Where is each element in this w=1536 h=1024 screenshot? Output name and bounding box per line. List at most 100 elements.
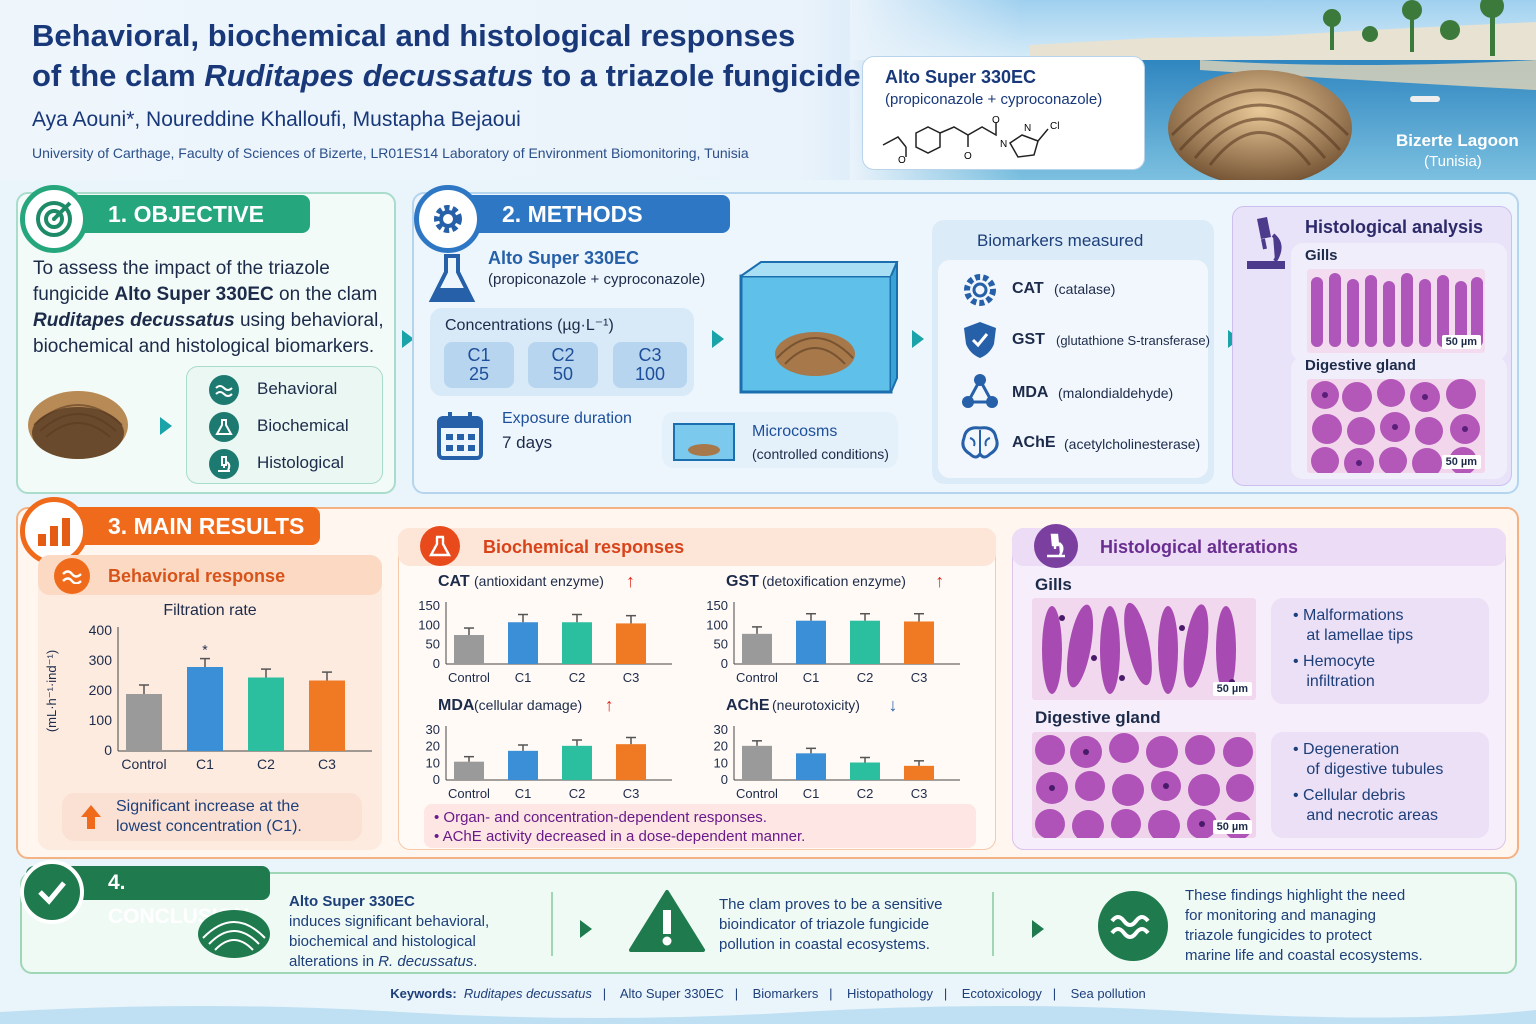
x-tick-label: C3 — [911, 670, 928, 685]
digestive-gland-micrograph: 50 µm — [1307, 379, 1485, 473]
bar-c2 — [562, 745, 592, 780]
y-tick-label: 100 — [706, 617, 728, 632]
x-tick-label: C2 — [857, 786, 874, 801]
methods-compound: Alto Super 330EC — [488, 248, 640, 268]
arrow-icon — [402, 330, 414, 348]
flask-icon — [420, 526, 460, 566]
bar-c1 — [796, 753, 826, 780]
methods-compound-sub: (propiconazole + cyproconazole) — [488, 271, 706, 288]
x-tick-label: C3 — [318, 756, 336, 772]
x-tick-label: C3 — [623, 670, 640, 685]
bar-control — [454, 635, 484, 664]
gills-findings: • Malformations at lamellae tips• Hemocy… — [1271, 598, 1489, 704]
down-arrow-icon: ↓ — [889, 695, 898, 715]
svg-text:O: O — [898, 155, 906, 165]
cat-chart: CAT(antioxidant enzyme)↑050100150Control… — [418, 571, 672, 685]
gear-icon — [964, 274, 996, 306]
microcosms-box: Microcosms (controlled conditions) — [662, 412, 898, 468]
arrow-icon — [1032, 920, 1044, 938]
svg-text:O: O — [964, 151, 972, 162]
authors: Aya Aouni*, Noureddine Khalloufi, Mustap… — [32, 108, 521, 131]
y-tick-label: 300 — [89, 652, 113, 668]
bar-c3 — [616, 744, 646, 780]
bar-control — [126, 694, 162, 751]
y-tick-label: 200 — [89, 682, 113, 698]
wave-footer — [0, 1006, 1536, 1024]
y-tick-label: 50 — [714, 637, 728, 652]
bar-c2 — [850, 620, 880, 664]
shield-icon — [964, 322, 996, 358]
wave-icon — [1098, 891, 1168, 961]
x-tick-label: Control — [736, 670, 778, 685]
up-arrow-icon — [81, 805, 101, 829]
behavioral-title: Behavioral response — [108, 566, 286, 586]
bar-c1 — [187, 667, 223, 751]
bar-c3 — [309, 680, 345, 751]
affiliation: University of Carthage, Faculty of Scien… — [32, 145, 749, 161]
clam-illustration — [28, 391, 128, 459]
microscope-icon — [1247, 217, 1285, 269]
y-tick-label: 20 — [426, 739, 440, 754]
check-icon — [20, 860, 84, 924]
keyword: Histopathology — [847, 986, 934, 1001]
biomarkers-measured-box: Biomarkers measured CAT(catalase) GST(gl… — [932, 220, 1214, 484]
aquarium-illustration — [739, 261, 899, 394]
gills-micrograph: 50 µm — [1307, 269, 1485, 353]
chart-title: GST — [726, 573, 759, 590]
up-arrow-icon: ↑ — [626, 571, 635, 591]
digestive-gland-alteration-micrograph: 50 µm — [1032, 732, 1256, 838]
bar-control — [742, 745, 772, 780]
poster-title-line1: Behavioral, biochemical and histological… — [32, 18, 796, 53]
histological-alterations-title: Histological alterations — [1100, 537, 1299, 557]
digestive-gland-findings: • Degeneration of digestive tubules• Cel… — [1271, 732, 1489, 838]
svg-text:N: N — [1024, 123, 1031, 134]
keyword: Ecotoxicology — [961, 986, 1042, 1001]
svg-text:O: O — [992, 115, 1000, 126]
y-tick-label: 0 — [721, 656, 728, 671]
location-label: Bizerte Lagoon — [1396, 131, 1519, 150]
bar-c3 — [904, 621, 934, 664]
y-tick-label: 100 — [89, 712, 113, 728]
biochemical-notes: • Organ- and concentration-dependent res… — [424, 804, 976, 848]
x-tick-label: C1 — [515, 786, 532, 801]
svg-text:Cl: Cl — [1050, 121, 1059, 132]
bar-c1 — [508, 622, 538, 664]
duration-title: Exposure duration — [502, 410, 632, 427]
compound-card: Alto Super 330EC (propiconazole + cyproc… — [862, 56, 1145, 170]
bar-control — [742, 633, 772, 664]
bar-c1 — [508, 750, 538, 780]
x-tick-label: Control — [121, 756, 166, 772]
y-tick-label: 10 — [426, 755, 440, 770]
molecule-icon — [962, 374, 998, 408]
x-tick-label: C1 — [803, 670, 820, 685]
location-country: (Tunisia) — [1424, 153, 1482, 170]
y-axis-label: (mL·h⁻¹·ind⁻¹) — [44, 650, 59, 732]
biomarker-types-box: Behavioral Biochemical Histological — [186, 366, 383, 484]
y-tick-label: 50 — [426, 637, 440, 652]
chart-subtitle: (antioxidant enzyme) — [474, 573, 604, 589]
svg-text:N: N — [1000, 139, 1007, 150]
keyword: Ruditapes decussatus — [463, 986, 592, 1001]
wave-icon — [209, 375, 239, 405]
flask-icon — [209, 412, 239, 442]
poster-title-line2: of the clam Ruditapes decussatus to a tr… — [32, 58, 861, 93]
wave-icon — [54, 558, 90, 594]
filtration-rate-chart: Filtration rate(mL·h⁻¹·ind⁻¹)01002003004… — [44, 602, 372, 772]
keywords-bar: Keywords: Ruditapes decussatus | Alto Su… — [390, 986, 1146, 1001]
gear-icon — [414, 185, 482, 253]
up-arrow-icon: ↑ — [935, 571, 944, 591]
y-tick-label: 30 — [714, 722, 728, 737]
biomarker-type-biochemical: Biochemical — [257, 416, 349, 435]
keyword: Alto Super 330EC — [619, 986, 724, 1001]
arrow-icon — [712, 330, 724, 348]
duration-value: 7 days — [502, 433, 553, 452]
chart-title: AChE — [726, 697, 770, 714]
arrow-icon — [580, 920, 592, 938]
